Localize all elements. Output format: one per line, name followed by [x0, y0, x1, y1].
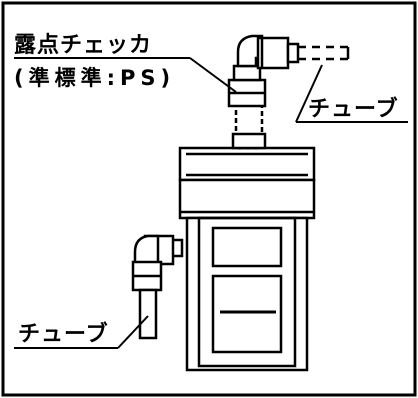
- dew-point-checker-label: 露点チェッカ: [14, 32, 152, 58]
- upper-tube-label: チューブ: [308, 96, 399, 122]
- side-fitting: [131, 234, 184, 340]
- top-fitting: [227, 34, 300, 150]
- leader-lines: [14, 57, 408, 349]
- standard-note-label: (準標準:PS): [14, 66, 175, 90]
- upper-tube-dashed: [298, 45, 350, 61]
- lower-tube-label: チューブ: [18, 321, 109, 347]
- device-body: [178, 146, 316, 372]
